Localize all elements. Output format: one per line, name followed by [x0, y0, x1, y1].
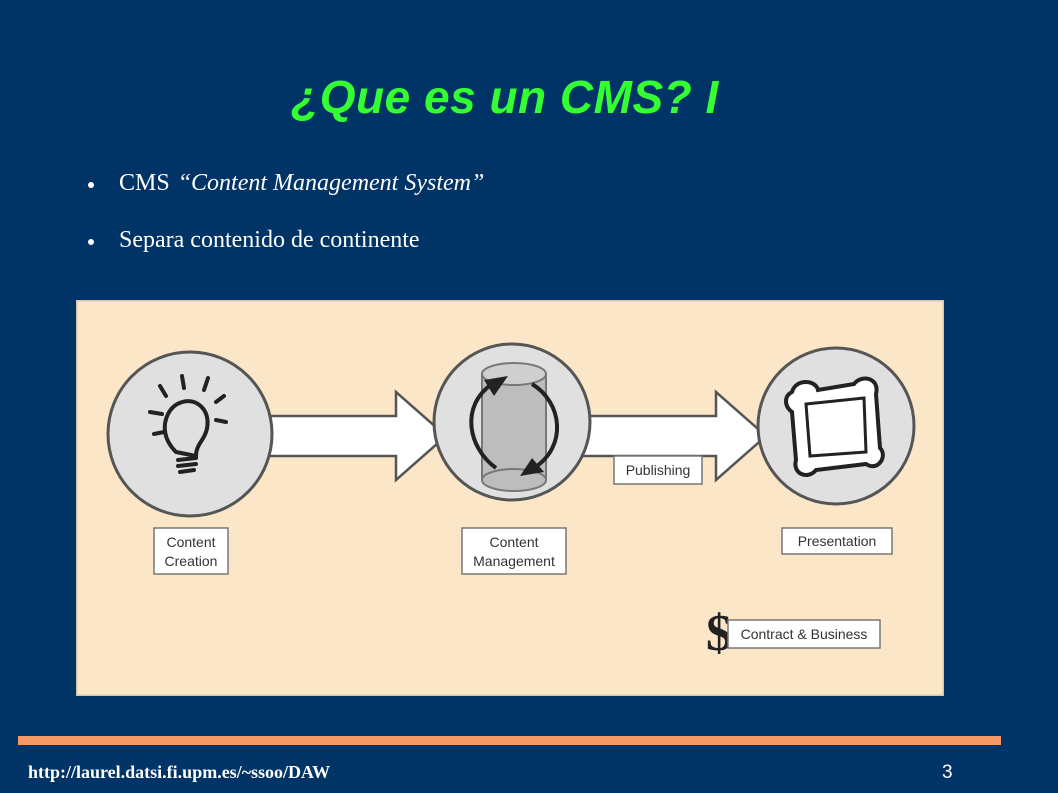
svg-text:Publishing: Publishing — [626, 462, 691, 478]
svg-text:Presentation: Presentation — [798, 533, 877, 549]
page-number: 3 — [942, 762, 953, 783]
svg-text:Management: Management — [473, 553, 555, 569]
bullet-item: CMS “Content Management System” — [88, 168, 484, 198]
contract-business-label: $ Contract & Business — [706, 605, 881, 662]
footer-url: http://laurel.datsi.fi.upm.es/~ssoo/DAW — [28, 762, 331, 782]
slide-title: ¿Que es un CMS? I — [291, 71, 719, 123]
bullet-dot-icon — [88, 182, 94, 188]
publishing-label: Publishing — [613, 455, 703, 485]
content-creation-label: Content Creation — [153, 527, 229, 575]
svg-text:Creation: Creation — [165, 553, 218, 569]
database-cycle-icon — [469, 362, 560, 492]
creation-circle — [106, 350, 274, 518]
picture-frame-icon — [784, 376, 885, 477]
lightbulb-icon — [148, 374, 228, 474]
svg-text:Contract & Business: Contract & Business — [741, 626, 868, 642]
presentation-label: Presentation — [781, 527, 893, 555]
bullet-text: CMS — [119, 170, 170, 196]
bullet-item: Separa contenido de continente — [88, 225, 484, 255]
bullet-text: Separa contenido de continente — [119, 227, 420, 253]
footer-rule — [18, 736, 1001, 745]
bullet-italic-text: “Content Management System” — [177, 170, 485, 196]
svg-text:Content: Content — [166, 534, 215, 550]
bullet-list: CMS “Content Management System” Separa c… — [88, 168, 484, 282]
svg-text:Content: Content — [489, 534, 538, 550]
bullet-dot-icon — [88, 239, 94, 245]
content-management-label: Content Management — [461, 527, 567, 575]
cms-diagram: Content Creation Content Management Pres… — [76, 300, 944, 696]
